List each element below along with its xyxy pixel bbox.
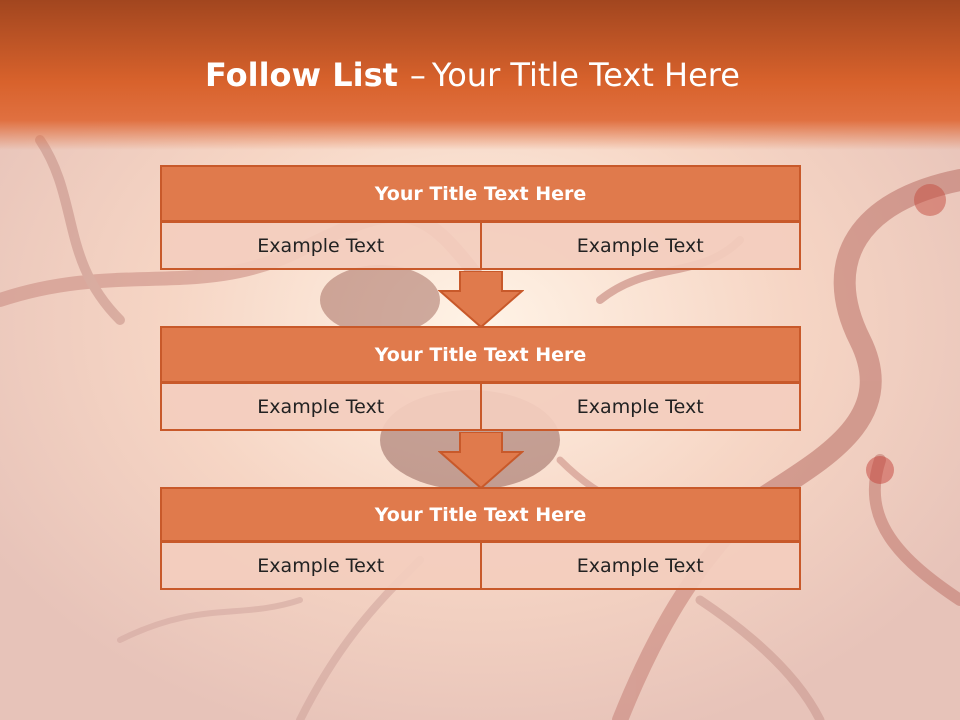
- slide-title: Follow List–Your Title Text Here: [0, 52, 945, 98]
- step-left-text: Example Text: [160, 541, 482, 590]
- step-row: Example Text Example Text: [160, 221, 801, 270]
- step-title: Your Title Text Here: [160, 165, 801, 222]
- slide-header-band: [0, 0, 960, 150]
- down-arrow-icon: [438, 271, 524, 329]
- step-title: Your Title Text Here: [160, 487, 801, 542]
- step-row: Example Text Example Text: [160, 541, 801, 590]
- step-right-text: Example Text: [479, 382, 801, 431]
- step-box-1: Your Title Text Here Example Text Exampl…: [160, 165, 801, 270]
- step-right-text: Example Text: [479, 221, 801, 270]
- step-left-text: Example Text: [160, 221, 482, 270]
- slide-title-dash: –: [409, 56, 426, 94]
- step-box-3: Your Title Text Here Example Text Exampl…: [160, 487, 801, 590]
- down-arrow-icon: [438, 432, 524, 490]
- step-right-text: Example Text: [479, 541, 801, 590]
- step-left-text: Example Text: [160, 382, 482, 431]
- step-row: Example Text Example Text: [160, 382, 801, 431]
- step-title: Your Title Text Here: [160, 326, 801, 383]
- step-box-2: Your Title Text Here Example Text Exampl…: [160, 326, 801, 431]
- slide-title-bold: Follow List: [205, 56, 398, 94]
- slide-title-rest: Your Title Text Here: [431, 56, 740, 94]
